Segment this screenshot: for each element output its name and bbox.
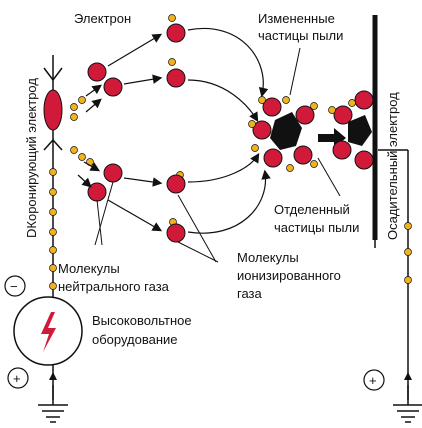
plus-sign-right: + <box>369 373 377 388</box>
emission-arrows <box>77 84 102 188</box>
label-electron: Электрон <box>74 11 131 26</box>
left-current-arrow <box>49 372 57 380</box>
callout-lines <box>94 47 341 263</box>
label-hv-1: Высоковольтное <box>92 313 192 328</box>
changed-dust-cluster <box>248 96 318 172</box>
ground-symbol-right <box>393 385 422 423</box>
neutral-gas-molecules <box>87 62 123 202</box>
label-neutral-2: нейтрального газа <box>58 279 170 294</box>
label-changed-dust-1: Измененные <box>258 11 335 26</box>
label-hv-2: оборудование <box>92 332 178 347</box>
minus-terminal <box>4 275 26 297</box>
minus-sign: − <box>10 279 18 294</box>
right-current-arrow <box>404 372 412 380</box>
label-neutral-1: Молекулы <box>58 261 120 276</box>
free-electrons <box>70 14 184 226</box>
collected-dust-cluster <box>328 90 374 170</box>
plus-terminal-left <box>7 367 29 389</box>
label-collecting-electrode: Осадительный электрод <box>385 92 400 240</box>
right-electrode-electrons <box>404 222 412 284</box>
ionized-gas-molecules <box>166 23 186 243</box>
drift-arrows <box>187 27 271 234</box>
ionization-arrows <box>107 33 163 232</box>
label-ionized-1: Молекулы <box>237 250 299 265</box>
label-ionized-2: ионизированного <box>237 268 341 283</box>
corona-discharge <box>43 67 63 151</box>
plus-sign-left: + <box>13 371 21 386</box>
electrode-electrons <box>49 168 57 290</box>
label-ionized-3: газа <box>237 286 263 301</box>
ground-symbol-left <box>38 385 68 423</box>
lightning-bolt-icon <box>41 312 56 352</box>
label-corona-electrode: DКоронирующий электрод <box>24 78 39 238</box>
plus-terminal-right <box>363 369 385 391</box>
label-separated-1: Отделенный <box>274 202 350 217</box>
label-changed-dust-2: частицы пыли <box>258 28 343 43</box>
label-separated-2: частицы пыли <box>274 220 359 235</box>
